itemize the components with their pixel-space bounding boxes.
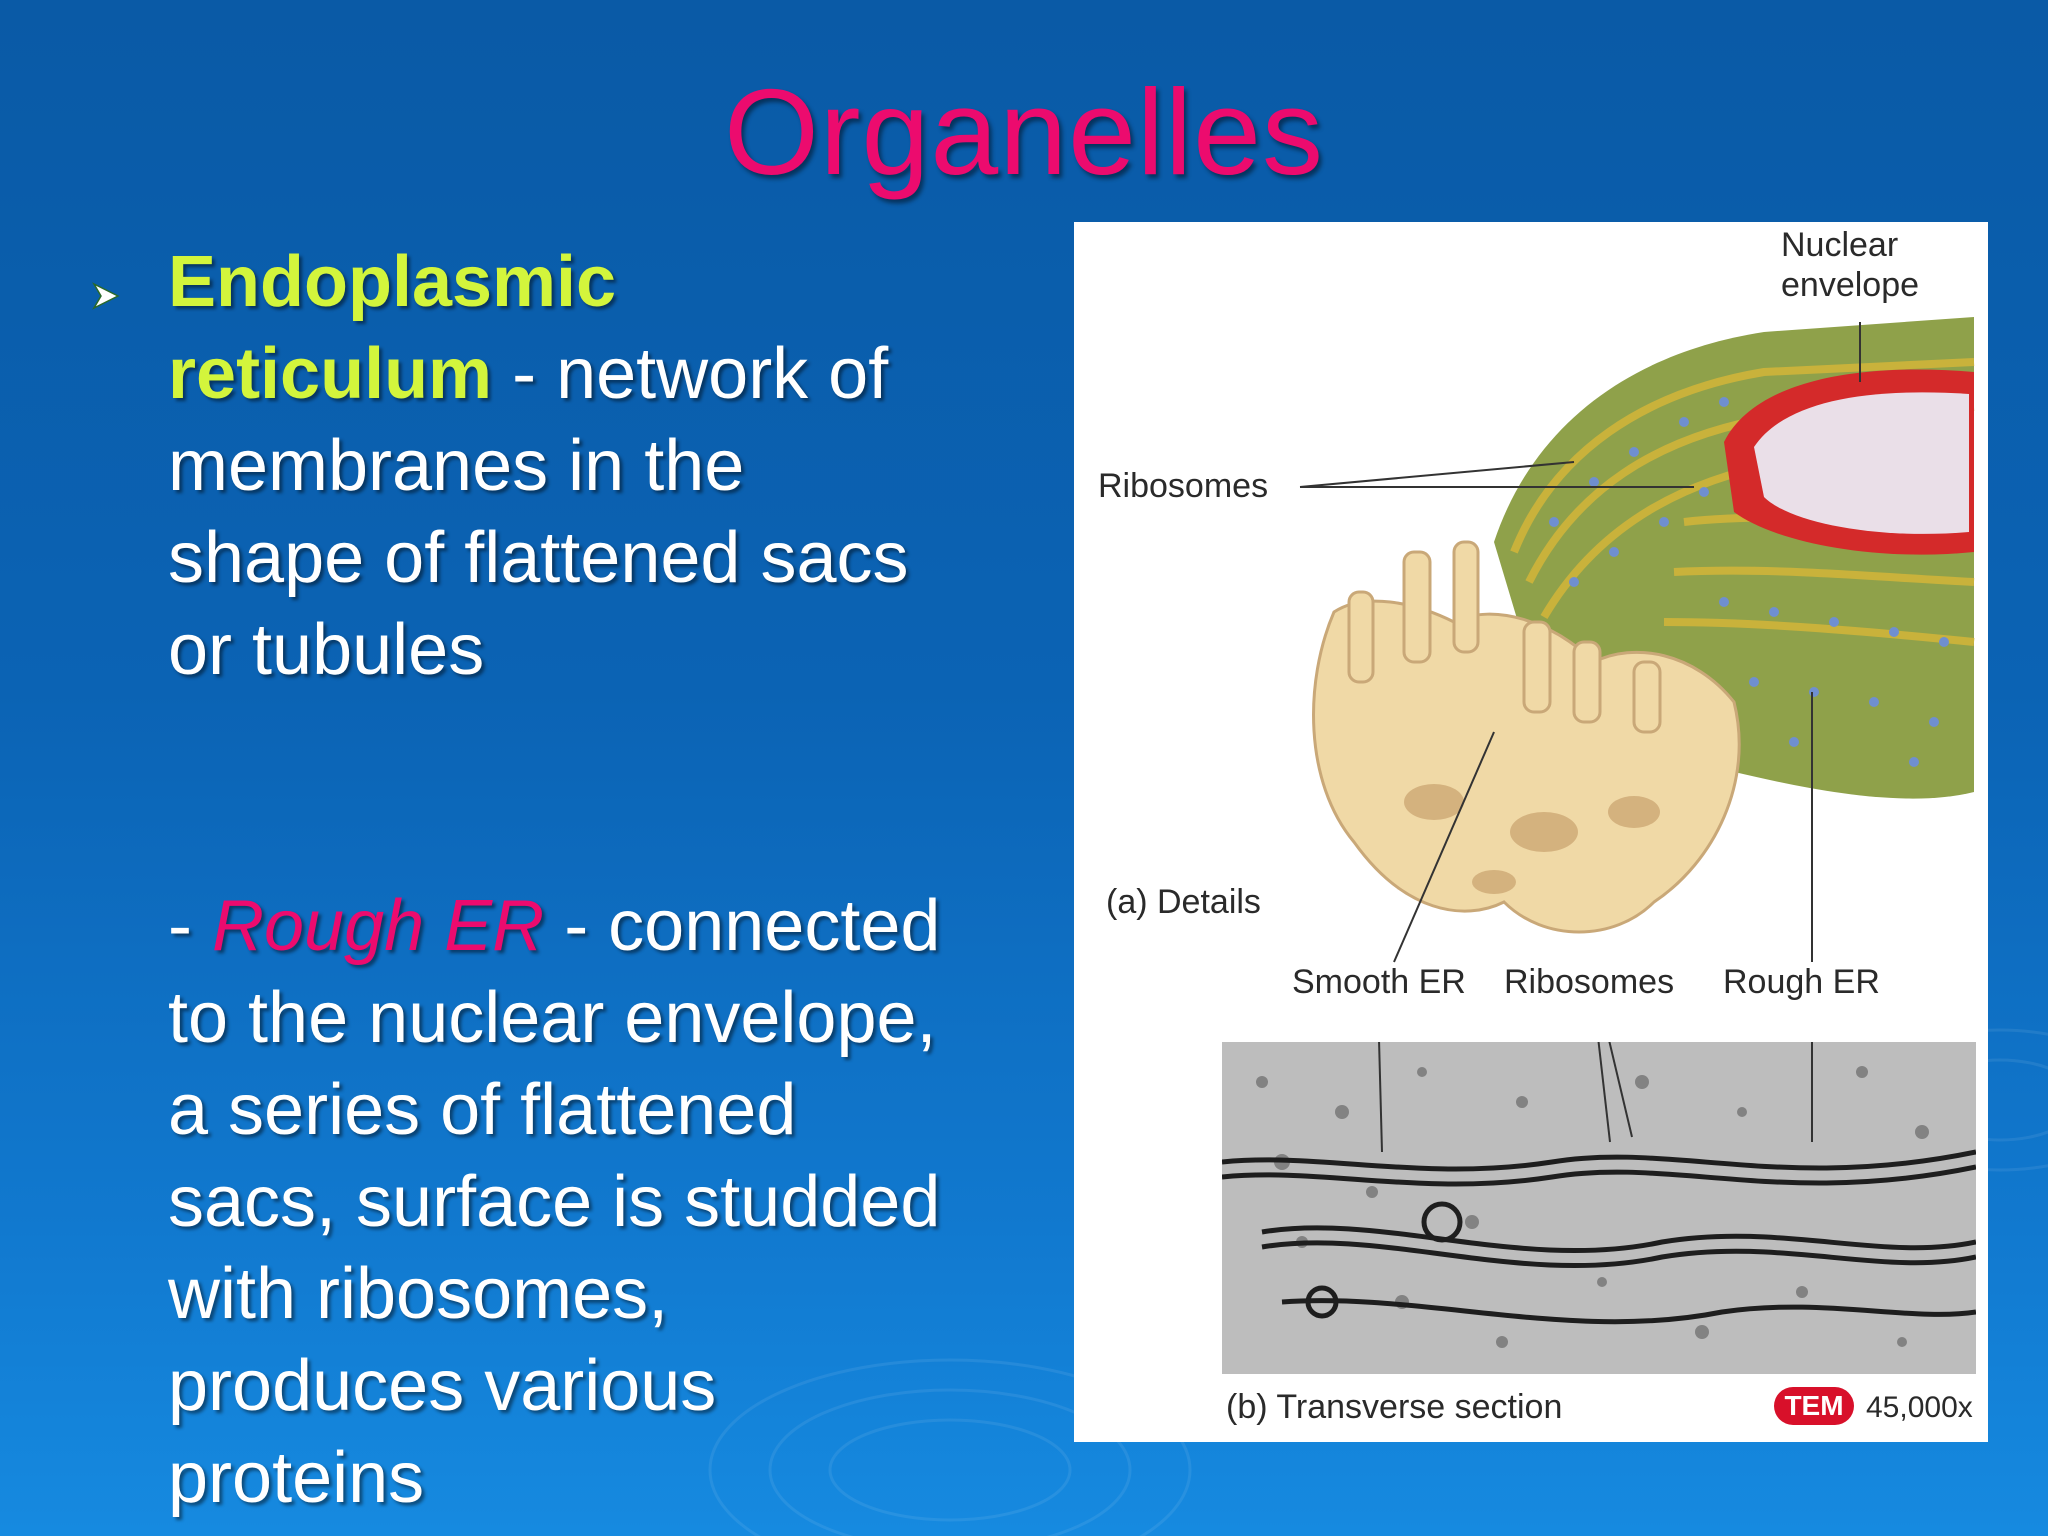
slide-body: Endoplasmic reticulum - network of membr… <box>168 236 1048 1524</box>
slide-title: Organelles <box>724 64 1324 200</box>
term-endoplasmic: Endoplasmic <box>168 242 617 322</box>
bullet-arrow-icon <box>92 282 120 310</box>
label-ribosomes-bottom: Ribosomes <box>1504 963 1675 1001</box>
rough-line-1: - Rough ER - connected <box>168 880 1048 972</box>
tem-badge: TEM <box>1774 1387 1854 1425</box>
tem-micrograph <box>1222 1042 1976 1374</box>
paragraph-gap <box>168 696 1048 788</box>
label-nuclear-envelope-2: envelope <box>1781 266 1920 304</box>
rough-text-span: - connected <box>544 886 941 966</box>
body-line-5: or tubules <box>168 610 485 690</box>
body-line-4: shape of flattened sacs <box>168 518 909 598</box>
er-figure: Nuclear envelope Ribosomes (a) Details S… <box>1074 222 1988 1442</box>
paragraph-gap <box>168 788 1048 880</box>
term-reticulum: reticulum <box>168 334 493 414</box>
label-nuclear-envelope-1: Nuclear <box>1781 226 1899 264</box>
rough-line-4: sacs, surface is studded <box>168 1162 941 1242</box>
body-text-span: - network of <box>492 334 889 414</box>
label-smooth-er: Smooth ER <box>1292 963 1466 1001</box>
rough-line-2: to the nuclear envelope, <box>168 978 937 1058</box>
rough-line-6: produces various <box>168 1346 717 1426</box>
rough-line-5: with ribosomes, <box>168 1254 669 1334</box>
label-magnification: 45,000x <box>1866 1391 1973 1424</box>
label-rough-er: Rough ER <box>1723 963 1880 1001</box>
rough-line-3: a series of flattened <box>168 1070 797 1150</box>
body-line-1: Endoplasmic <box>168 236 1048 328</box>
label-transverse-section: (b) Transverse section <box>1226 1388 1563 1426</box>
rough-line-7: proteins <box>168 1438 425 1518</box>
label-ribosomes-top: Ribosomes <box>1098 467 1269 505</box>
label-details: (a) Details <box>1106 883 1261 921</box>
er-illustration <box>1299 317 1975 963</box>
body-line-2: reticulum - network of <box>168 328 1048 420</box>
term-rough-er: Rough ER <box>211 886 545 966</box>
body-line-3: membranes in the <box>168 426 745 506</box>
rough-prefix: - <box>168 886 212 966</box>
